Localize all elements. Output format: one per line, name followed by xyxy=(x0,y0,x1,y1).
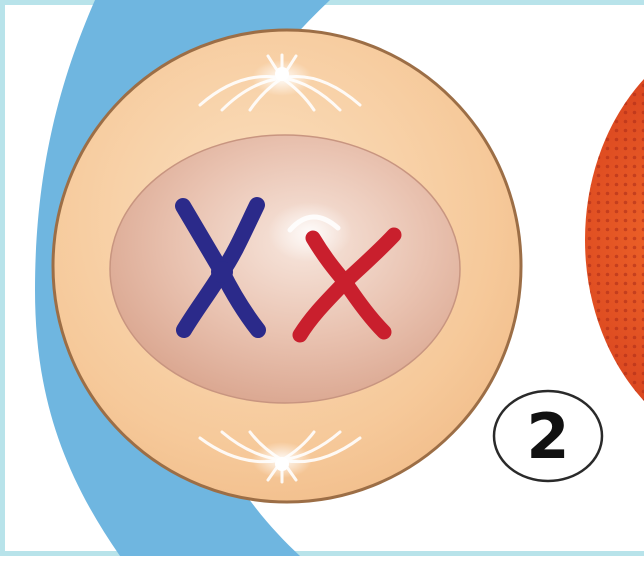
step-number-badge: 2 xyxy=(494,391,602,481)
frame-left xyxy=(0,0,5,556)
step-number-label: 2 xyxy=(526,400,569,473)
nucleus xyxy=(110,135,460,403)
frame-bottom xyxy=(0,551,644,556)
